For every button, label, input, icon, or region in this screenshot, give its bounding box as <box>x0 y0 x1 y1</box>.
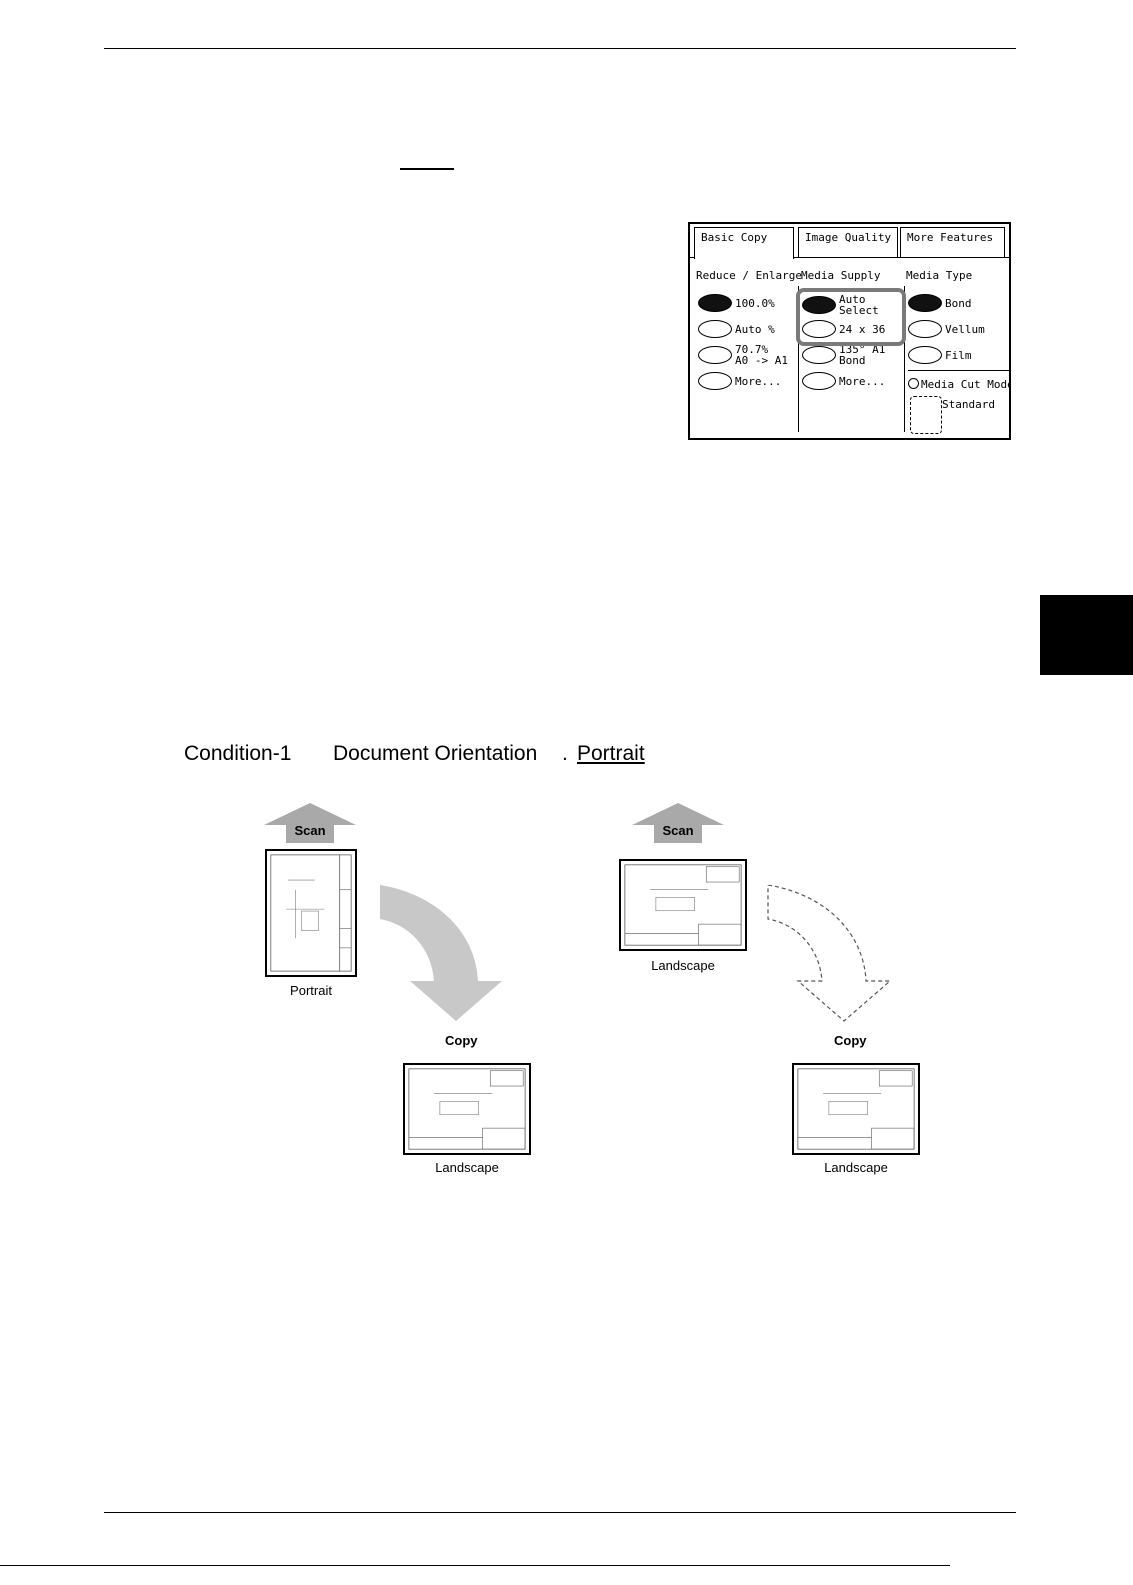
option-oval <box>698 294 732 312</box>
landscape-document-right <box>619 859 747 951</box>
portrait-caption: Portrait <box>290 983 332 998</box>
media-24x36-button[interactable]: 24 x 36 <box>802 320 885 338</box>
drawing-sheet-icon <box>624 864 742 946</box>
scan-label: Scan <box>662 823 694 838</box>
column-divider <box>904 286 905 432</box>
option-oval <box>908 320 942 338</box>
radio-icon <box>908 378 919 389</box>
media-type-vellum-button[interactable]: Vellum <box>908 320 985 338</box>
media-supply-highlight <box>796 288 906 346</box>
option-oval <box>698 320 732 338</box>
media-type-film-button[interactable]: Film <box>908 346 972 364</box>
cut-mode-button[interactable] <box>910 396 942 434</box>
media-more-button[interactable]: More... <box>802 372 885 390</box>
media-cut-mode-radio[interactable]: Media Cut Mode <box>908 378 1009 391</box>
portrait-document <box>265 849 357 977</box>
cut-mode-divider <box>908 370 1009 371</box>
condition-name: Condition-1 <box>184 742 292 765</box>
media-supply-heading: Media Supply <box>801 269 881 282</box>
drawing-sheet-icon <box>408 1068 526 1150</box>
media-type-bond-button[interactable]: Bond <box>908 294 972 312</box>
reduce-enlarge-heading: Reduce / Enlarge <box>696 269 802 282</box>
option-oval <box>802 320 836 338</box>
bottom-rule <box>104 1512 1016 1513</box>
up-arrow-icon <box>264 803 356 843</box>
tab-label: More Features <box>907 231 994 244</box>
reduce-100-button[interactable]: 100.0% <box>698 294 775 312</box>
option-oval <box>802 372 836 390</box>
tab-image-quality[interactable]: Image Quality <box>798 227 898 258</box>
option-oval <box>908 294 942 312</box>
landscape-caption-right-output: Landscape <box>824 1160 888 1175</box>
scan-label: Scan <box>294 823 326 838</box>
scan-arrow-right: Scan <box>632 803 724 843</box>
scan-arrow-left: Scan <box>264 803 356 843</box>
reduce-70-button[interactable]: 70.7%A0 -> A1 <box>698 344 788 366</box>
top-rule <box>104 48 1016 49</box>
option-oval <box>802 296 836 314</box>
curved-arrow-dashed-icon <box>767 885 892 1022</box>
condition-separator: . <box>562 742 568 765</box>
drawing-sheet-icon <box>797 1068 915 1150</box>
cut-mode-value: Standard <box>942 398 995 411</box>
copy-label-left: Copy <box>445 1033 478 1048</box>
landscape-caption-right-source: Landscape <box>651 958 715 973</box>
footer-rule <box>0 1565 950 1566</box>
condition-value: Portrait <box>577 742 645 765</box>
tab-label: Image Quality <box>805 231 892 244</box>
blank-underline <box>400 168 454 170</box>
tab-baseline <box>690 257 1009 258</box>
tab-basic-copy[interactable]: Basic Copy <box>694 227 794 259</box>
condition-label: Document Orientation <box>333 742 538 765</box>
reduce-auto-button[interactable]: Auto % <box>698 320 775 338</box>
option-oval <box>698 372 732 390</box>
media-type-heading: Media Type <box>906 269 973 282</box>
option-oval <box>698 346 732 364</box>
curved-arrow-solid-icon <box>380 885 502 1021</box>
option-oval <box>802 346 836 364</box>
chapter-tab <box>1040 595 1133 675</box>
reduce-more-button[interactable]: More... <box>698 372 781 390</box>
landscape-output-right <box>792 1063 920 1155</box>
tab-label: Basic Copy <box>701 231 768 244</box>
option-oval <box>908 346 942 364</box>
landscape-output-left <box>403 1063 531 1155</box>
copy-control-panel: Basic Copy Image Quality More Features R… <box>688 222 1011 440</box>
tab-more-features[interactable]: More Features <box>900 227 1005 258</box>
landscape-caption-left: Landscape <box>435 1160 499 1175</box>
drawing-sheet-icon <box>270 854 352 972</box>
column-divider <box>798 286 799 432</box>
copy-label-right: Copy <box>834 1033 867 1048</box>
up-arrow-icon <box>632 803 724 843</box>
